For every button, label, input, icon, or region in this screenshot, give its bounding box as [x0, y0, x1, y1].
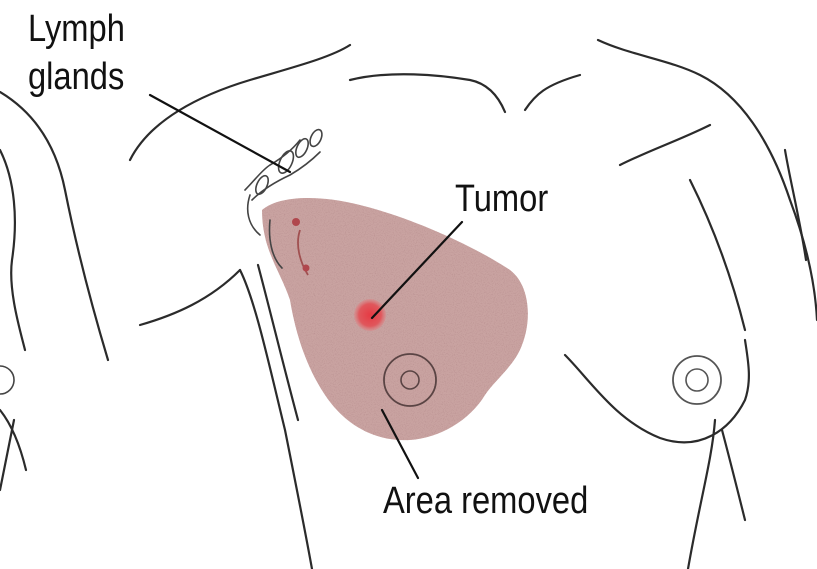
left-figure-outline: [0, 92, 108, 490]
area-removed-label: Area removed: [383, 480, 588, 522]
lymph-label-line2: glands: [28, 56, 124, 98]
area-removed-region: [262, 198, 528, 440]
nipple-right: [673, 356, 721, 404]
lymph-label-line1: Lymph: [28, 8, 125, 50]
tumor-mark: [354, 299, 386, 331]
lymph-leader-line: [150, 95, 290, 172]
tumor-label: Tumor: [455, 178, 548, 220]
